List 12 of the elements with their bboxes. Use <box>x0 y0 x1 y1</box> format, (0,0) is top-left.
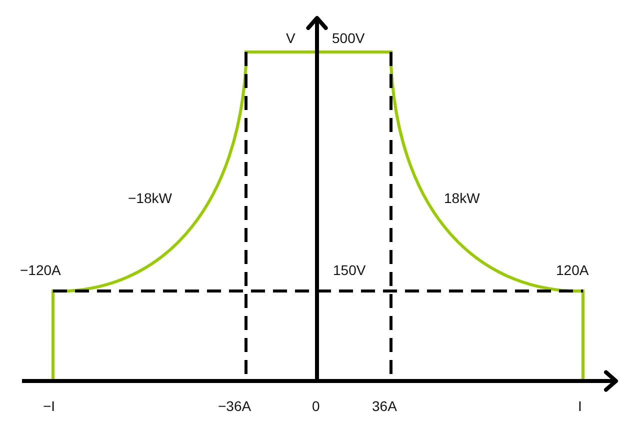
tick-label: I <box>578 398 582 414</box>
value-label: 500V <box>332 30 365 46</box>
value-label: 150V <box>333 262 366 278</box>
current-label: 120A <box>556 262 589 278</box>
current-label: −120A <box>20 262 61 278</box>
power-label: −18kW <box>128 190 172 206</box>
tick-label: 36A <box>372 398 397 414</box>
tick-label: −I <box>43 398 56 414</box>
axis-label: V <box>286 30 296 46</box>
tick-label: 0 <box>312 398 320 414</box>
power-label: 18kW <box>444 190 480 206</box>
tick-label: −36A <box>218 398 252 414</box>
